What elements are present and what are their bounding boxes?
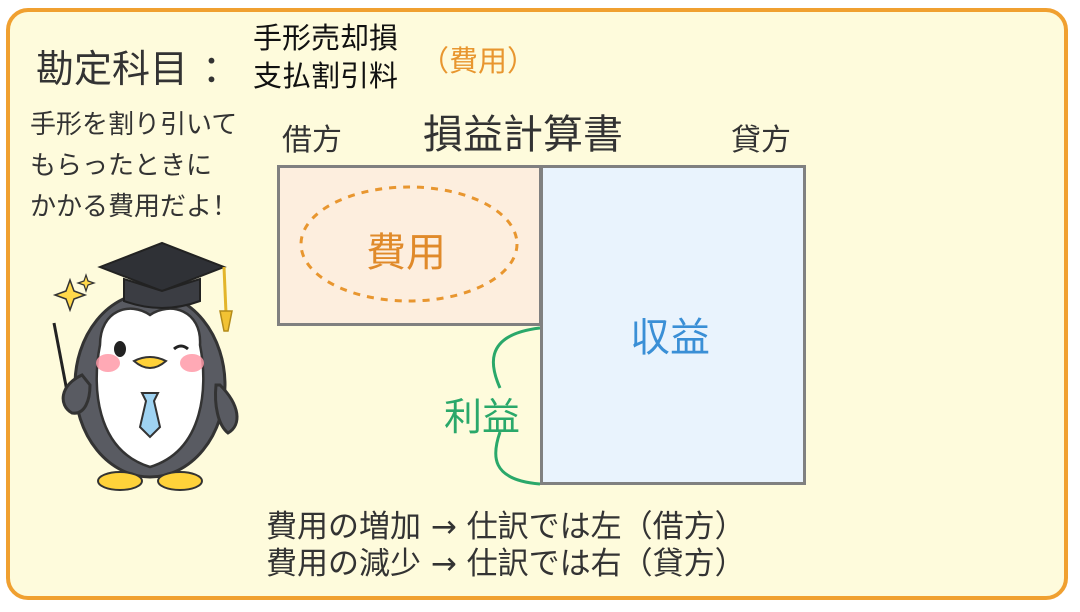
expense-label: 費用 — [366, 230, 446, 276]
account-label: 勘定科目 — [36, 47, 189, 91]
profit-label: 利益 — [444, 395, 521, 439]
speech-line-1: 手形を割り引いて — [30, 110, 238, 140]
debit-label: 借方 — [282, 123, 342, 158]
account-type: （費用） — [420, 44, 537, 78]
speech-line-3: かかる費用だよ！ — [30, 192, 239, 222]
rule-decrease: 費用の減少 → 仕訳では右（貸方） — [266, 546, 746, 582]
penguin-mascot-icon — [52, 241, 239, 491]
account-name-2: 支払割引料 — [253, 59, 399, 93]
speech-line-2: もらったときに — [30, 151, 213, 181]
rule-increase: 費用の増加 → 仕訳では左（借方） — [266, 509, 746, 545]
sparkle-icon — [52, 277, 88, 313]
credit-label: 貸方 — [731, 123, 791, 158]
colon: ： — [202, 47, 241, 91]
statement-title: 損益計算書 — [423, 112, 623, 158]
profit-brace — [491, 326, 541, 486]
revenue-label: 収益 — [630, 315, 710, 361]
expense-highlight-ellipse — [299, 185, 519, 303]
revenue-box — [540, 165, 806, 485]
account-name-1: 手形売却損 — [253, 21, 399, 55]
